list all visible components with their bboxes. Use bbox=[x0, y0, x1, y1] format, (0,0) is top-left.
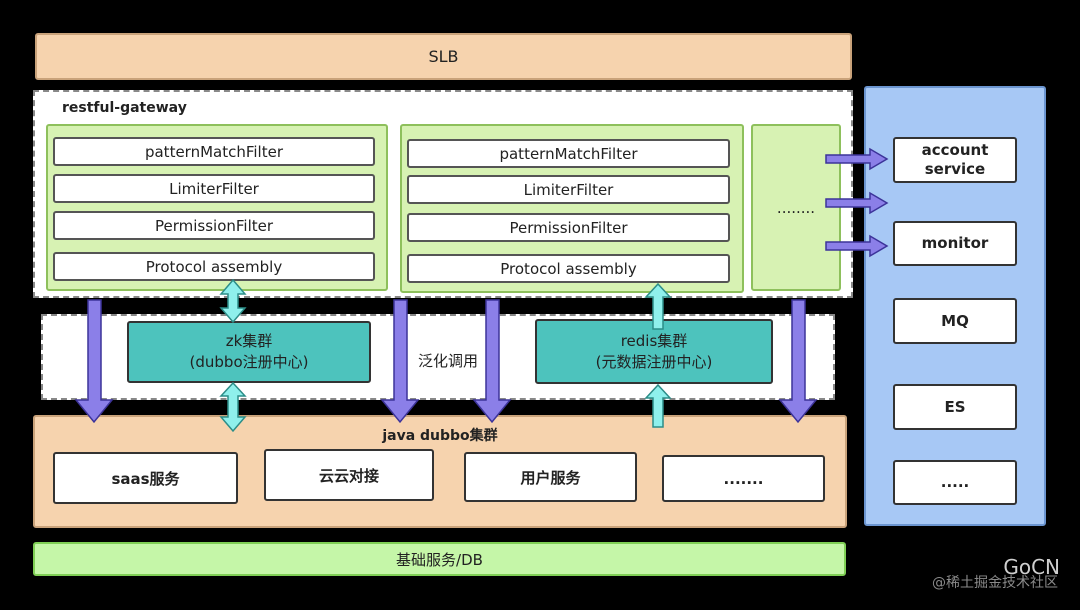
right-arrow bbox=[825, 234, 889, 258]
redis-cluster-title: redis集群 bbox=[620, 331, 688, 350]
down-arrow bbox=[472, 299, 512, 424]
zk-cluster-title: zk集群 bbox=[225, 332, 273, 350]
service-box: ....... bbox=[662, 455, 825, 502]
monitor-box: monitor bbox=[893, 221, 1017, 266]
slb-label: SLB bbox=[428, 47, 459, 66]
bidirectional-arrow bbox=[219, 278, 247, 324]
down-arrow bbox=[778, 299, 818, 424]
gateway-label: restful-gateway bbox=[62, 100, 187, 116]
up-arrow bbox=[644, 282, 672, 330]
filter-box: PermissionFilter bbox=[407, 213, 730, 242]
base-label: 基础服务/DB bbox=[396, 550, 483, 569]
generic-call-label: 泛化调用 bbox=[418, 352, 479, 370]
zk-cluster-box: zk集群 (dubbo注册中心) bbox=[127, 321, 371, 383]
account-service-box: account service bbox=[893, 137, 1017, 183]
service-box: 云云对接 bbox=[264, 449, 434, 501]
more-label: ........ bbox=[776, 198, 816, 217]
base-services-bar: 基础服务/DB bbox=[33, 542, 846, 576]
up-arrow bbox=[644, 383, 672, 428]
down-arrow bbox=[380, 299, 420, 424]
zk-cluster-subtitle: (dubbo注册中心) bbox=[189, 353, 309, 371]
service-box: 用户服务 bbox=[464, 452, 637, 502]
right-arrow bbox=[825, 191, 889, 215]
filter-box: PermissionFilter bbox=[53, 211, 375, 240]
watermark-brand: GoCN bbox=[1003, 555, 1060, 579]
service-box: saas服务 bbox=[53, 452, 238, 504]
filter-box: patternMatchFilter bbox=[53, 137, 375, 166]
filter-box: patternMatchFilter bbox=[407, 139, 730, 168]
bidirectional-arrow bbox=[219, 381, 247, 433]
filter-box: LimiterFilter bbox=[407, 175, 730, 204]
redis-cluster-subtitle: (元数据注册中心) bbox=[595, 352, 713, 371]
redis-cluster-box: redis集群 (元数据注册中心) bbox=[535, 319, 773, 384]
more-service-box: ..... bbox=[893, 460, 1017, 505]
slb-box: SLB bbox=[35, 33, 852, 80]
down-arrow bbox=[74, 299, 114, 424]
filter-box: Protocol assembly bbox=[53, 252, 375, 281]
java-cluster-label: java dubbo集群 bbox=[382, 428, 498, 444]
watermark-source: @稀土掘金技术社区 bbox=[932, 575, 1058, 591]
filter-box: LimiterFilter bbox=[53, 174, 375, 203]
filter-box: Protocol assembly bbox=[407, 254, 730, 283]
right-arrow bbox=[825, 147, 889, 171]
es-box: ES bbox=[893, 384, 1017, 430]
mq-box: MQ bbox=[893, 298, 1017, 344]
